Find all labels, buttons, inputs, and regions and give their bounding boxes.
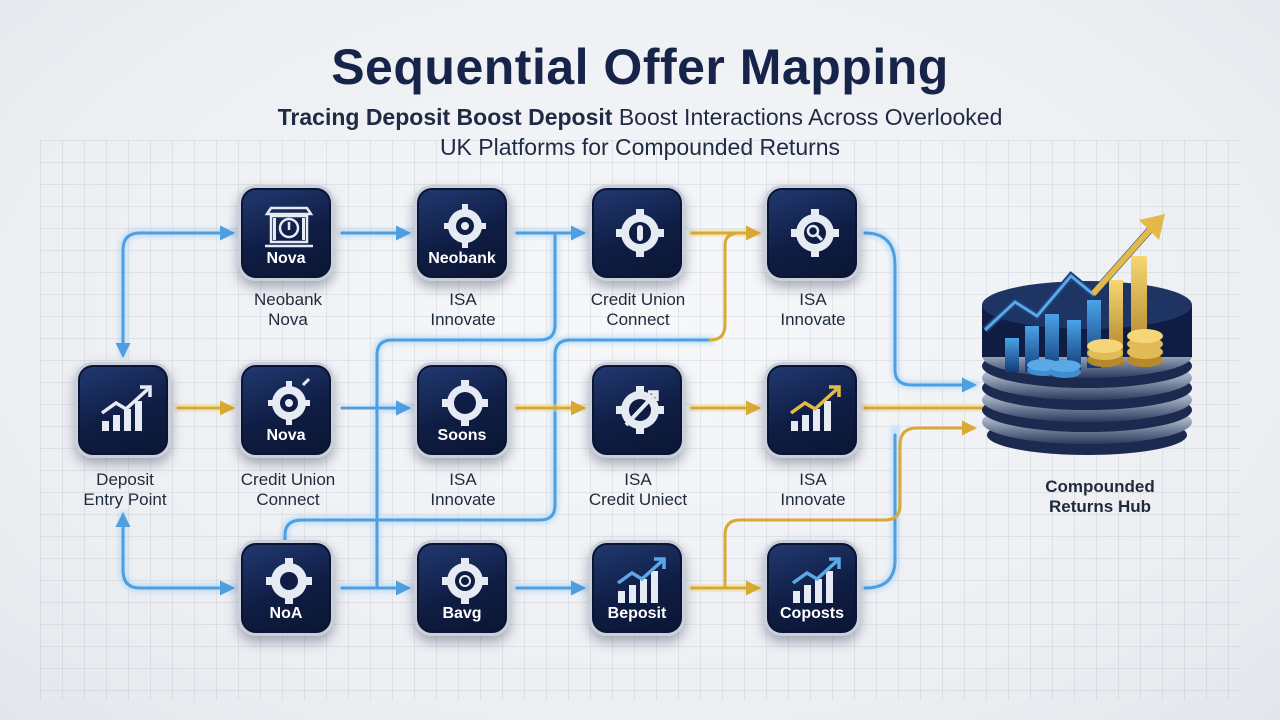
coins-growth-icon [982,214,1192,455]
caption-r2c1: Credit Union Connect [240,470,336,509]
node-isa-credit-uniect[interactable] [589,362,685,458]
caption-entry: Deposit Entry Point [83,470,167,509]
gear-icon [266,558,312,604]
node-isa-innovate-1[interactable]: Neobank [414,185,510,281]
hub-caption: Compounded Returns Hub [1045,477,1155,516]
subtitle-bold: Tracing Deposit Boost Deposit [277,104,613,130]
gear-icon [442,558,488,604]
node-label: Nova [266,250,306,267]
caption-r1c1: Neobank Nova [253,290,323,329]
caption-r1c3: Credit Union Connect [590,290,686,329]
subtitle-line2: UK Platforms for Compounded Returns [439,134,841,160]
node-deposit-entry[interactable] [75,362,171,458]
node-credit-union-connect-2[interactable]: Nova [238,362,334,458]
node-isa-innovate-2[interactable] [764,185,860,281]
subtitle-rest: Boost Interactions Across Overlooked [618,104,1003,130]
node-isa-innovate-3[interactable]: Soons [414,362,510,458]
growth-chart-icon [789,385,841,431]
node-beposit[interactable]: Beposit [589,540,685,636]
growth-chart-icon [100,385,152,431]
gear-icon [616,209,664,257]
node-isa-innovate-4[interactable] [764,362,860,458]
node-label: NoA [269,605,303,622]
node-label: Nova [266,427,306,444]
gear-icon [268,377,311,425]
page-subtitle: Tracing Deposit Boost Deposit Boost Inte… [0,102,1280,162]
growth-chart-icon [791,557,841,603]
caption-r2c4: ISA Innovate [780,470,846,509]
page-title: Sequential Offer Mapping [331,39,949,95]
node-coposts[interactable]: Coposts [764,540,860,636]
node-noa[interactable]: NoA [238,540,334,636]
node-label: Neobank [428,250,496,267]
node-label: Coposts [780,605,844,622]
gear-icon [442,380,488,426]
node-neobank-nova[interactable]: Nova [238,185,334,281]
gear-icon [444,204,486,248]
caption-r1c4: ISA Innovate [780,290,846,329]
caption-r2c3: ISA Credit Uniect [588,470,688,509]
gear-search-icon [791,209,839,257]
growth-chart-icon [616,557,666,603]
node-label: Soons [437,427,487,444]
bank-building-icon [264,206,314,248]
node-credit-union-connect[interactable] [589,185,685,281]
node-label: Beposit [607,605,667,622]
gear-arrow-icon [616,386,664,434]
node-bavg[interactable]: Bavg [414,540,510,636]
node-label: Bavg [442,605,482,622]
caption-r1c2: ISA Innovate [430,290,496,329]
caption-r2c2: ISA Innovate [430,470,496,509]
